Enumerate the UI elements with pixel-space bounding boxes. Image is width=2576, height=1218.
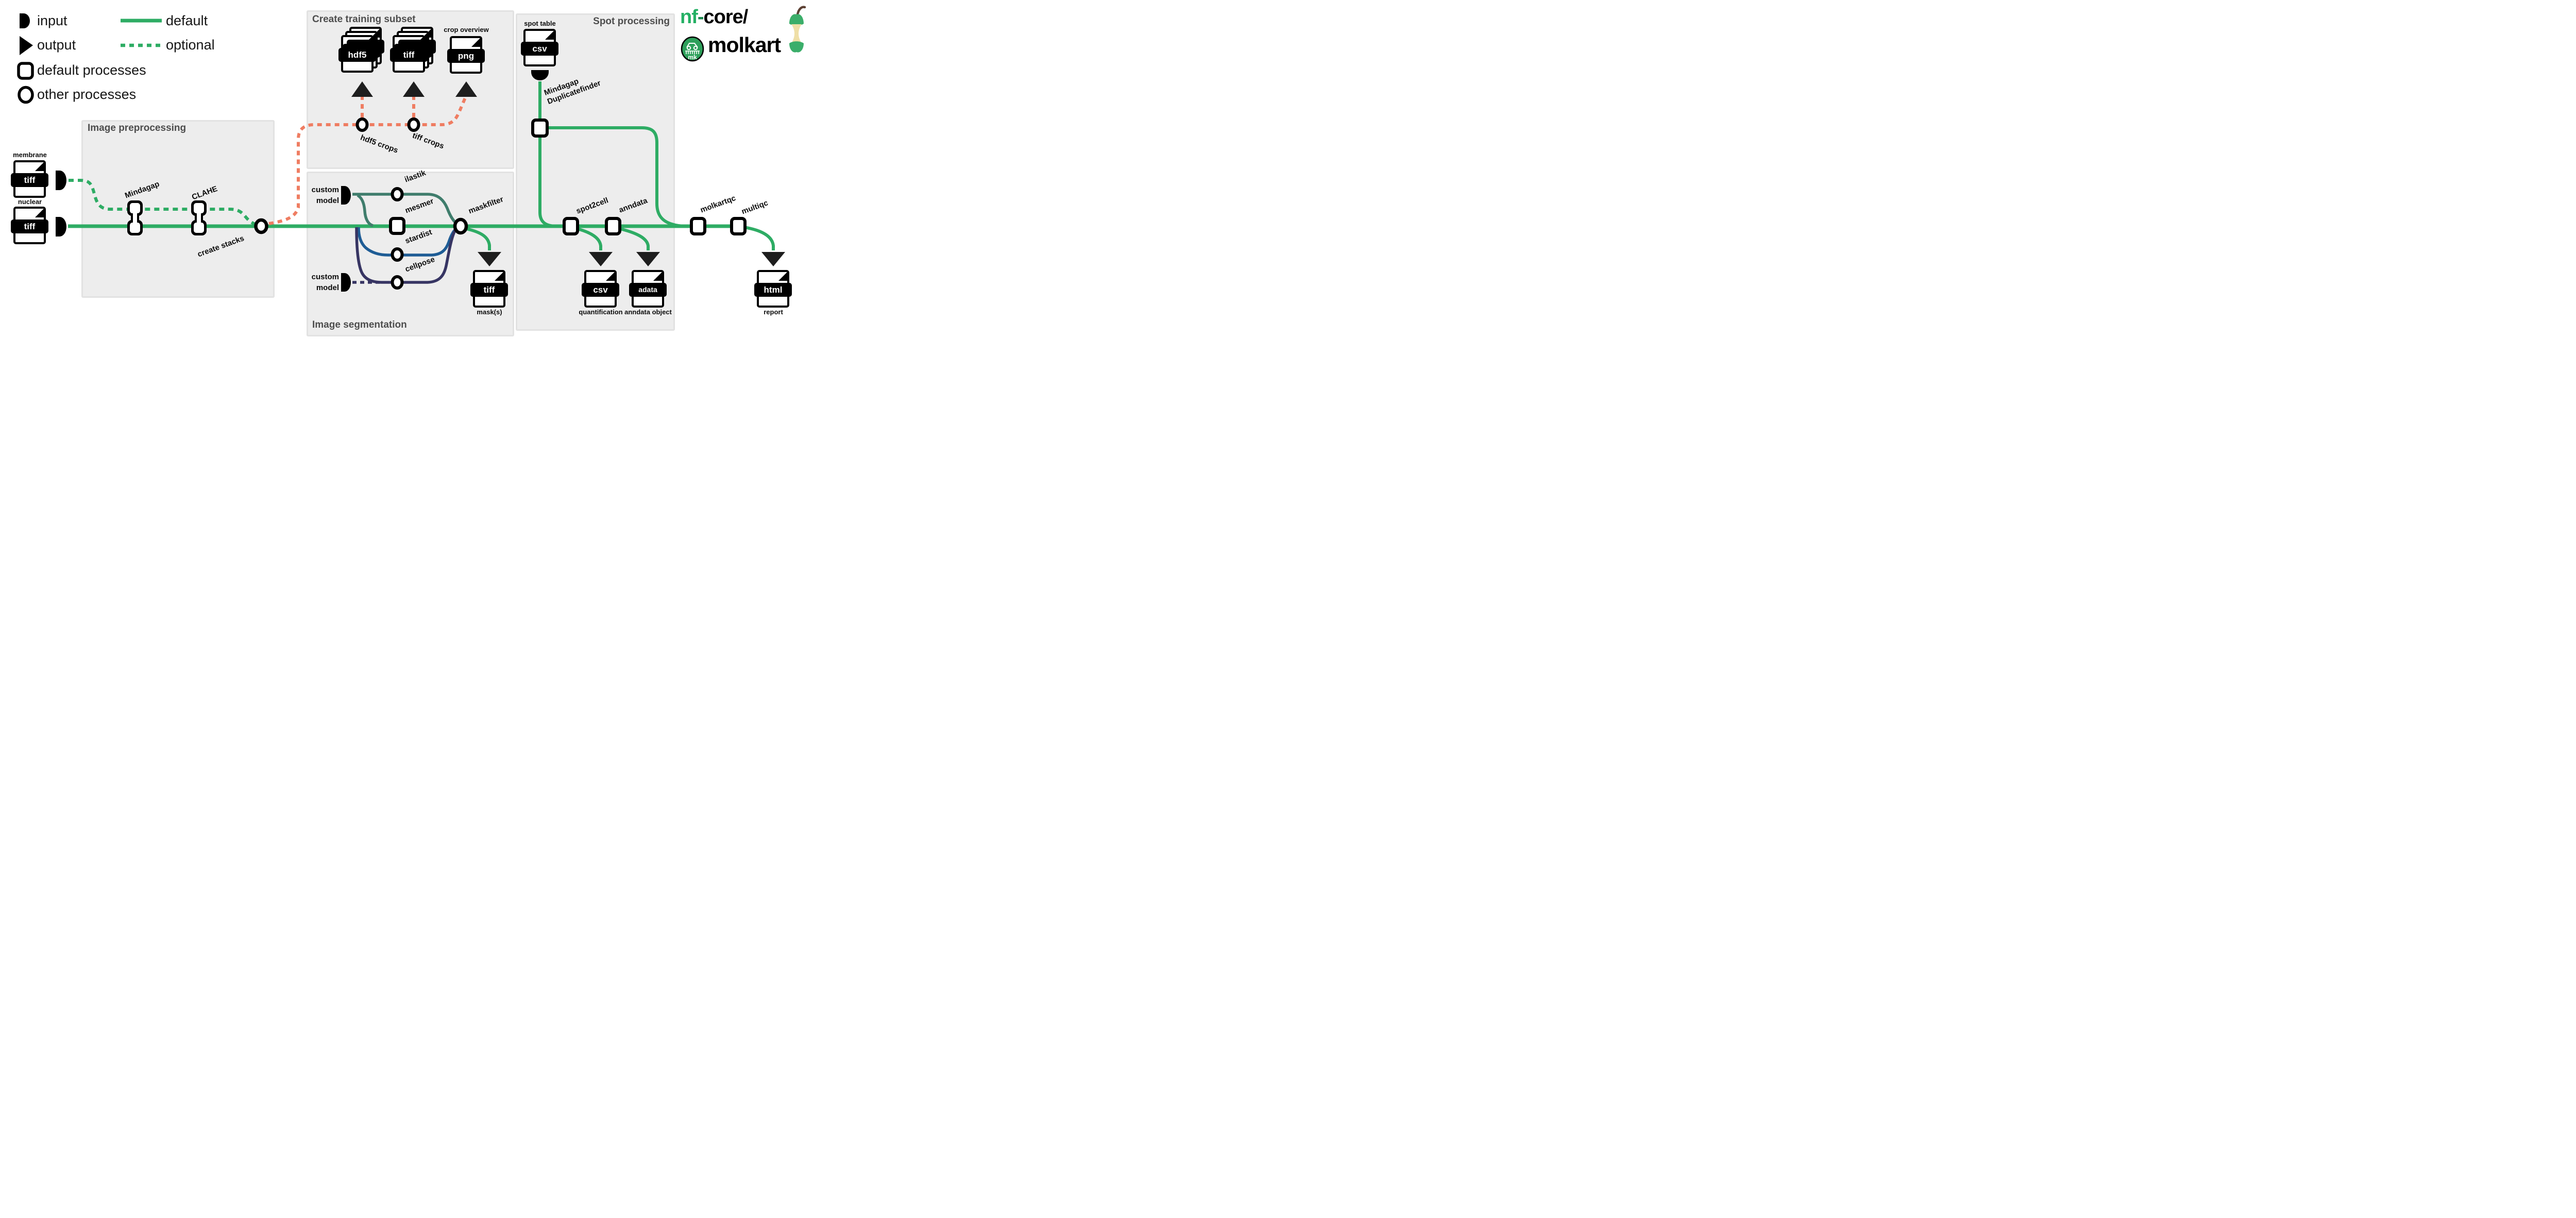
tiff-crops-arrow-icon	[403, 81, 425, 97]
duplicatefinder-bypass-line	[547, 126, 687, 228]
membrane-label: membrane	[13, 151, 47, 159]
tiff-crops-ext: tiff	[390, 48, 428, 62]
hdf5-crops-arrow-icon	[351, 81, 373, 97]
legend-other-processes-label: other processes	[37, 87, 137, 102]
input-icon	[20, 13, 30, 28]
process-ilastik	[391, 187, 404, 201]
hdf5-crops-ext: hdf5	[338, 48, 376, 62]
png-arrow-icon	[455, 81, 477, 97]
custom-model-top-input-icon	[341, 186, 351, 205]
pipeline-diagram: Image preprocessing Create training subs…	[0, 0, 808, 340]
masks-label: mask(s)	[477, 308, 502, 316]
panel-title-spot: Spot processing	[593, 16, 670, 27]
legend-optional-label: optional	[166, 37, 215, 53]
nf-core-logo: nf-core/	[680, 6, 748, 28]
panel-image-preprocessing	[81, 120, 275, 298]
training-optional-line	[268, 96, 467, 225]
panel-title-training: Create training subset	[312, 14, 416, 25]
default-process-icon	[17, 62, 34, 80]
nuclear-ext: tiff	[11, 219, 48, 233]
quantification-arrow-icon	[589, 252, 613, 266]
panel-title-segmentation: Image segmentation	[312, 319, 407, 330]
crop-overview-ext: png	[447, 49, 485, 63]
tiff-crops-file-icon: tiff	[390, 27, 442, 74]
crop-overview-label: crop overview	[444, 26, 489, 33]
logo-nf: nf	[680, 6, 698, 28]
report-ext: html	[754, 283, 792, 297]
molkart-badge-icon: mk	[681, 36, 704, 62]
panel-title-preprocessing: Image preprocessing	[88, 123, 187, 133]
wiring-layer	[17, 13, 785, 292]
process-maskfilter	[453, 217, 468, 235]
process-spot2cell	[563, 217, 579, 235]
spot-table-ext: csv	[521, 42, 558, 56]
nuclear-input-icon	[56, 217, 66, 236]
process-clahe	[191, 200, 207, 235]
masks-ext: tiff	[470, 283, 508, 297]
process-molkartqc	[690, 217, 706, 235]
anndata-arrow-icon	[636, 252, 660, 266]
process-multiqc	[730, 217, 747, 235]
duplicatefinder-down-line	[538, 136, 564, 228]
process-hdf5-crops	[355, 117, 369, 132]
hdf5-crops-file-icon: hdf5	[338, 27, 391, 74]
other-process-icon	[18, 86, 34, 104]
legend-input-label: input	[37, 13, 67, 28]
membrane-ext: tiff	[11, 173, 48, 187]
spot-table-label: spot table	[524, 20, 556, 27]
process-cellpose	[391, 275, 404, 290]
spot2cell-output-line	[575, 227, 602, 250]
cellpose-line	[355, 226, 459, 284]
quantification-label: quantification	[579, 308, 623, 316]
process-mesmer	[389, 217, 405, 235]
process-tiff-crops	[407, 117, 420, 132]
report-label: report	[764, 308, 783, 316]
stardist-line	[357, 225, 460, 257]
process-duplicatefinder	[531, 119, 549, 138]
masks-arrow-icon	[478, 252, 501, 266]
output-icon	[20, 36, 33, 55]
maskfilter-output-line	[466, 227, 491, 250]
ilastik-branch-line	[357, 194, 374, 227]
apple-core-icon	[789, 6, 806, 53]
logo-dash: -	[697, 6, 704, 28]
quantification-ext: csv	[582, 283, 619, 297]
anndata-ext: adata	[629, 283, 667, 297]
membrane-optional-line	[69, 179, 257, 226]
spot-table-input-icon	[531, 70, 549, 80]
process-mindagap	[127, 200, 143, 235]
anndata-object-label: anndata object	[624, 308, 672, 316]
custom-model-bottom-input-icon	[341, 273, 351, 292]
badge-mk-label: mk	[688, 54, 697, 61]
process-create-stacks	[254, 218, 268, 234]
logo-molkart: molkart	[708, 33, 781, 57]
anndata-output-line	[617, 227, 650, 250]
legend-default-processes-label: default processes	[37, 62, 146, 78]
process-stardist	[391, 247, 404, 262]
logo-core: core/	[703, 6, 749, 28]
process-anndata	[605, 217, 621, 235]
multiqc-output-line	[743, 226, 775, 250]
report-arrow-icon	[761, 252, 785, 266]
nuclear-label: nuclear	[18, 198, 42, 206]
legend-default-label: default	[166, 13, 208, 28]
membrane-input-icon	[56, 171, 66, 190]
legend-output-label: output	[37, 37, 76, 53]
